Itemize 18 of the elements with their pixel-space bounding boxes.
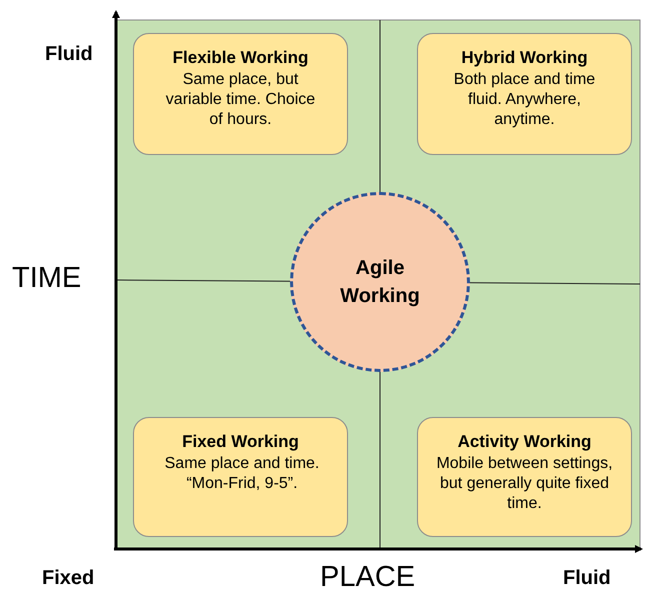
quadrant-card (133, 33, 348, 155)
axis-end-label: Fluid (45, 43, 93, 66)
axis-end-label: Fluid (563, 567, 611, 590)
card-title: Flexible Working (172, 48, 308, 68)
card-title: Fixed Working (182, 432, 299, 452)
card-title: Hybrid Working (461, 48, 588, 68)
card-description: Same place and time. “Mon-Frid, 9-5”. (164, 454, 320, 494)
circle-title: Agile Working (339, 256, 421, 309)
card-description: Both place and time fluid. Anywhere, anytime. (452, 70, 596, 130)
quadrant-card (133, 417, 348, 537)
card-description: Mobile between settings, but generally quite fixed time. (435, 454, 614, 514)
axis-title: PLACE (320, 561, 416, 594)
axis-end-label: Fixed (42, 567, 94, 590)
card-description: Same place, but variable time. Choice of hours. (166, 70, 316, 130)
quadrant-card (417, 417, 632, 537)
axis-title: TIME (12, 262, 82, 295)
quadrant-card (417, 33, 632, 155)
card-title: Activity Working (458, 432, 592, 452)
